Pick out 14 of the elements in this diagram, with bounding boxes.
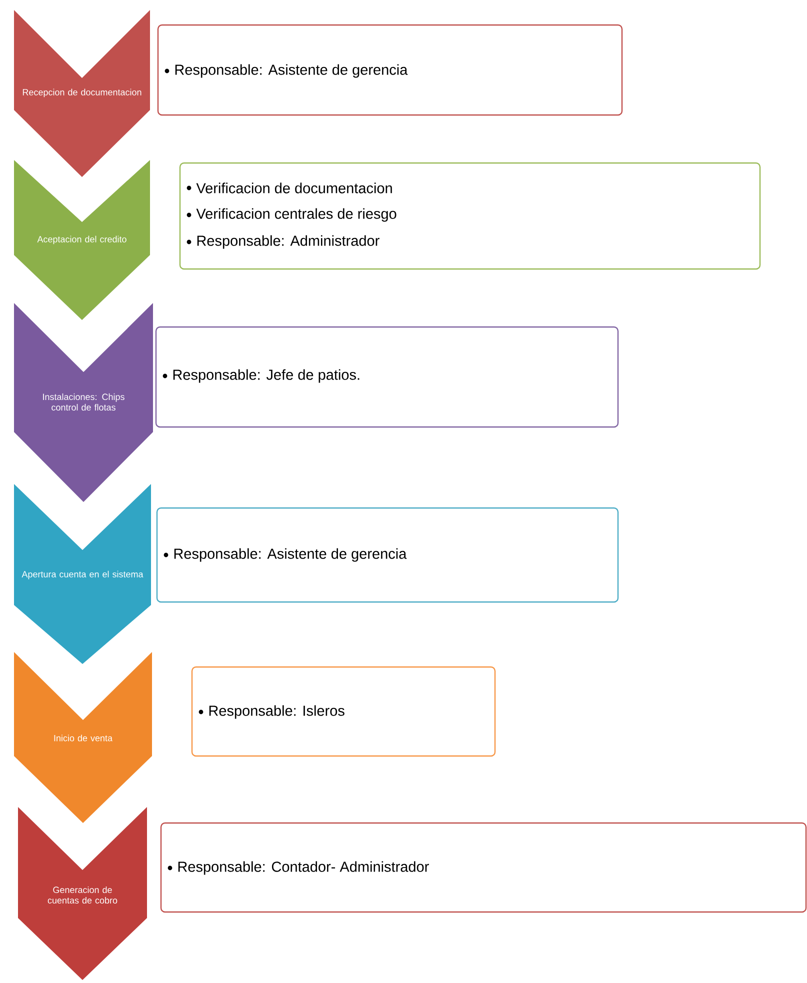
bullet-item: Responsable: Jefe de patios. (162, 369, 360, 383)
bullet-item: Verificacion centrales de riesgo (186, 208, 396, 222)
text-box (160, 822, 807, 913)
text-box (191, 666, 496, 757)
text-box (179, 162, 761, 270)
bullet-item: Responsable: Contador- Administrador (168, 861, 429, 875)
text-box (156, 507, 619, 603)
text-box (155, 326, 619, 428)
bullet-item: Responsable: Asistente de gerencia (164, 64, 408, 78)
bullet-item: Responsable: Asistente de gerencia (164, 548, 407, 562)
text-box (157, 24, 623, 116)
bullet-item: Responsable: Isleros (198, 705, 344, 719)
bullet-item: Verificacion de documentacion (186, 182, 392, 194)
bullet-item: Responsable: Administrador (186, 235, 380, 249)
